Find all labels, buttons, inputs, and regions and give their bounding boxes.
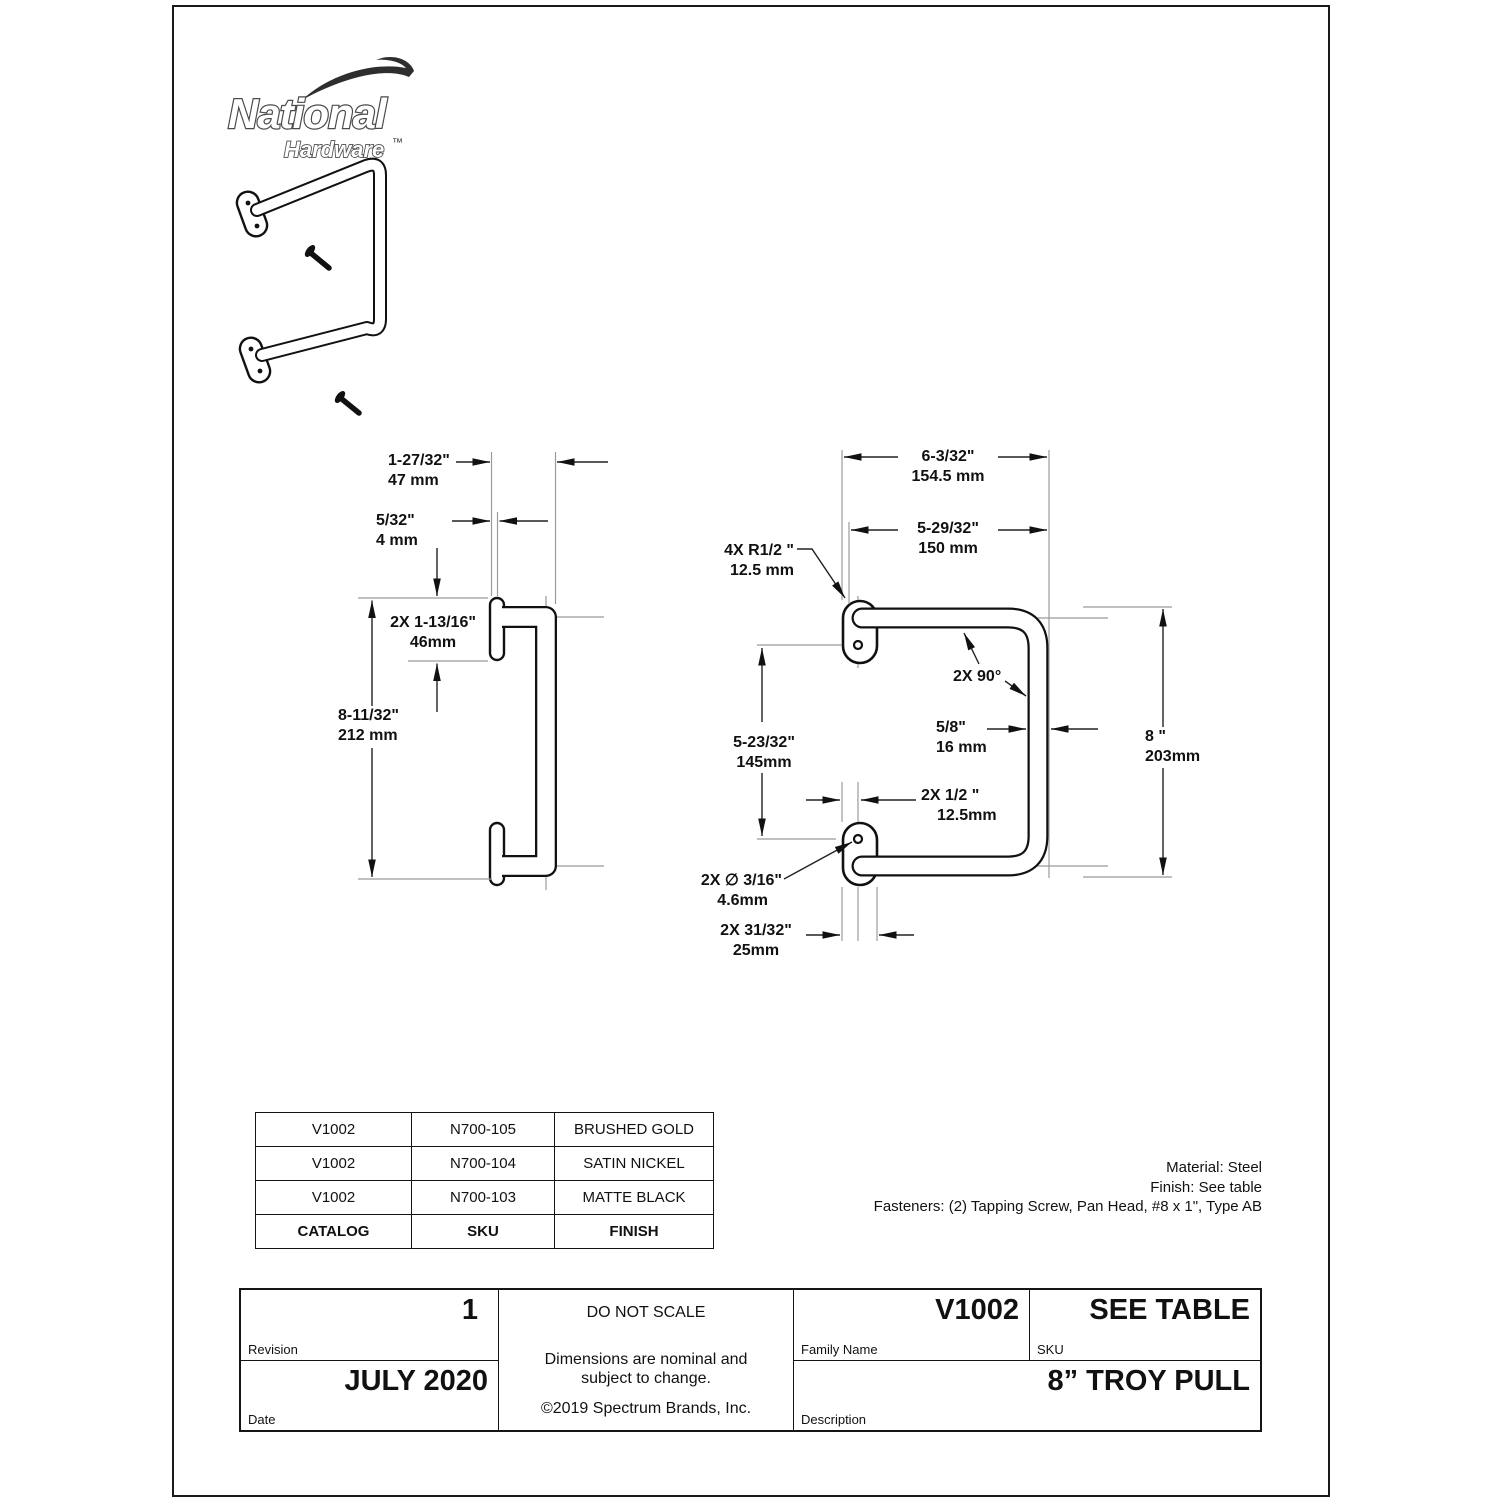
screw-top — [304, 245, 332, 271]
nominal-note: Dimensions are nominal and subject to ch… — [544, 1351, 748, 1388]
national-hardware-logo: National Hardware ™ — [227, 57, 414, 163]
title-block-family-cell: V1002 Family Name — [794, 1290, 1030, 1361]
pad-screw-hole-bottom — [852, 833, 864, 845]
isometric-view — [235, 157, 387, 416]
sheet-border — [172, 5, 1330, 1497]
dim-label-12-5mm: 2X 1/2 " 12.5mm — [921, 786, 997, 826]
dim-label-16mm: 5/8" 16 mm — [936, 718, 987, 758]
table-cell: N700-103 — [411, 1180, 555, 1215]
table-cell: N700-105 — [411, 1112, 555, 1147]
table-cell: N700-104 — [411, 1146, 555, 1181]
logo-brand-text: National — [228, 90, 388, 137]
dim-label-90deg: 2X 90° — [953, 667, 1002, 687]
title-block-date-cell: JULY 2020 Date — [241, 1361, 499, 1430]
do-not-scale-note: DO NOT SCALE — [586, 1304, 706, 1321]
title-block-sku-cell: SEE TABLE SKU — [1030, 1290, 1260, 1361]
dim-label-46mm: 2X 1-13/16" 46mm — [390, 613, 476, 653]
table-row: V1002 N700-104 SATIN NICKEL — [255, 1146, 714, 1181]
table-cell: MATTE BLACK — [554, 1180, 714, 1215]
copyright-note: ©2019 Spectrum Brands, Inc. — [540, 1400, 752, 1418]
note-fasteners: Fasteners: (2) Tapping Screw, Pan Head, … — [873, 1198, 1262, 1215]
front-tube-fill — [853, 609, 1047, 875]
dim-label-203mm: 8 " 203mm — [1145, 727, 1201, 767]
table-cell: V1002 — [255, 1180, 412, 1215]
title-block-description-cell: 8” TROY PULL Description — [794, 1361, 1260, 1430]
family-name-label: Family Name — [801, 1342, 878, 1357]
pad-screw-hole-top — [852, 639, 864, 651]
logo-trademark: ™ — [392, 137, 403, 149]
mounting-plate-bottom — [488, 821, 506, 887]
title-block-notes-cell: DO NOT SCALE Dimensions are nominal and … — [499, 1290, 794, 1430]
front-view — [841, 596, 1108, 887]
title-block: 1 Revision JULY 2020 Date DO NOT SCALE D… — [239, 1288, 1262, 1432]
revision-label: Revision — [248, 1342, 298, 1357]
front-view-dimensions — [757, 450, 1172, 941]
description-label: Description — [801, 1412, 867, 1427]
pull-tube-fill — [252, 159, 385, 360]
table-cell: BRUSHED GOLD — [554, 1112, 714, 1147]
title-block-revision-cell: 1 Revision — [241, 1290, 499, 1361]
mounting-plate-top — [488, 596, 506, 662]
date-label: Date — [248, 1412, 276, 1427]
table-cell: V1002 — [255, 1146, 412, 1181]
side-view — [488, 596, 604, 890]
table-cell: SATIN NICKEL — [554, 1146, 714, 1181]
dim-label-150mm: 5-29/32" 150 mm — [898, 519, 998, 559]
side-view-dimensions — [358, 452, 608, 880]
screw-bottom — [334, 391, 362, 416]
dim-label-25mm: 2X 31/32" 25mm — [719, 921, 793, 961]
revision-value: 1 — [461, 1294, 478, 1326]
side-tube-fill — [502, 608, 555, 875]
table-header-sku: SKU — [411, 1214, 555, 1249]
sku-value: SEE TABLE — [1089, 1294, 1250, 1326]
foot-screw-holes — [245, 200, 263, 374]
material-notes: Material: Steel Finish: See table Fasten… — [830, 1158, 1262, 1217]
table-row: V1002 N700-103 MATTE BLACK — [255, 1180, 714, 1215]
dim-label-212mm: 8-11/32" 212 mm — [338, 706, 399, 746]
finish-table: V1002 N700-105 BRUSHED GOLD V1002 N700-1… — [255, 1112, 714, 1249]
dim-label-hole-dia: 2X ∅ 3/16" 4.6mm — [688, 871, 782, 911]
table-header-row: CATALOG SKU FINISH — [255, 1214, 714, 1249]
dim-label-47mm: 1-27/32" 47 mm — [388, 451, 450, 491]
family-name-value: V1002 — [935, 1294, 1019, 1326]
logo-swoosh — [302, 57, 414, 100]
sku-label: SKU — [1037, 1342, 1064, 1357]
dim-label-154mm: 6-3/32" 154.5 mm — [898, 447, 998, 487]
date-value: JULY 2020 — [344, 1365, 488, 1397]
note-finish: Finish: See table — [1150, 1178, 1262, 1196]
dim-label-145mm: 5-23/32" 145mm — [731, 733, 797, 773]
note-material: Material: Steel — [1166, 1159, 1262, 1176]
table-header-catalog: CATALOG — [255, 1214, 412, 1249]
table-header-finish: FINISH — [554, 1214, 714, 1249]
table-cell: V1002 — [255, 1112, 412, 1147]
dim-label-4mm: 5/32" 4 mm — [376, 511, 418, 551]
description-value: 8” TROY PULL — [1047, 1365, 1251, 1397]
dim-label-radius: 4X R1/2 " 12.5 mm — [692, 541, 794, 581]
table-row: V1002 N700-105 BRUSHED GOLD — [255, 1112, 714, 1147]
